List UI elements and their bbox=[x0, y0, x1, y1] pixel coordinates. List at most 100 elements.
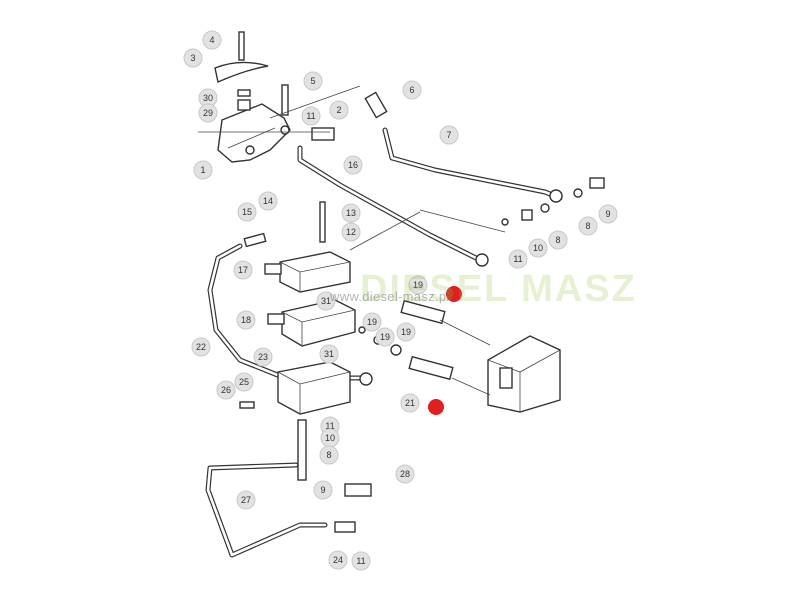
callout-label: 31 bbox=[319, 344, 339, 364]
callout-circle bbox=[439, 125, 459, 145]
fitting bbox=[334, 521, 356, 533]
callout-number: 8 bbox=[326, 450, 331, 460]
callout-number: 18 bbox=[241, 315, 251, 325]
callout-circle bbox=[234, 372, 254, 392]
callout-circle bbox=[343, 155, 363, 175]
callout-label: 26 bbox=[216, 380, 236, 400]
callout-label: 24 bbox=[328, 550, 348, 570]
callout-circle bbox=[253, 347, 273, 367]
clamp-bracket bbox=[214, 61, 269, 83]
callout-number: 8 bbox=[555, 235, 560, 245]
watermark-logo: DIESEL MASZ bbox=[360, 268, 637, 310]
callout-circle bbox=[183, 48, 203, 68]
callout-number: 16 bbox=[348, 160, 358, 170]
callout-circle bbox=[233, 260, 253, 280]
callout-circle bbox=[375, 327, 395, 347]
callout-number: 27 bbox=[241, 495, 251, 505]
callout-number: 3 bbox=[190, 53, 195, 63]
connector-tube bbox=[408, 355, 454, 381]
callout-circle bbox=[578, 216, 598, 236]
callout-number: 29 bbox=[203, 108, 213, 118]
callout-number: 5 bbox=[310, 76, 315, 86]
callout-circle bbox=[319, 445, 339, 465]
valve-block-17 bbox=[264, 251, 351, 293]
callout-circle bbox=[301, 106, 321, 126]
callout-label: 6 bbox=[402, 80, 422, 100]
callout-circle bbox=[236, 310, 256, 330]
callout-label: 17 bbox=[233, 260, 253, 280]
callout-number: 14 bbox=[263, 196, 273, 206]
elbow-fitting bbox=[311, 127, 335, 141]
callout-label: 29 bbox=[198, 103, 218, 123]
callout-label: 8 bbox=[548, 230, 568, 250]
callout-circle bbox=[395, 464, 415, 484]
callout-number: 11 bbox=[325, 421, 334, 431]
callout-number: 23 bbox=[258, 352, 268, 362]
callout-number: 19 bbox=[380, 332, 390, 342]
callout-label: 9 bbox=[313, 480, 333, 500]
watermark-text: www.diesel-masz.pl bbox=[330, 289, 450, 304]
callout-label: 7 bbox=[439, 125, 459, 145]
callout-number: 19 bbox=[401, 327, 411, 337]
callout-number: 10 bbox=[325, 433, 335, 443]
callout-circle bbox=[341, 222, 361, 242]
callout-label: 19 bbox=[396, 322, 416, 342]
callout-label: 27 bbox=[236, 490, 256, 510]
valve-block-23 bbox=[277, 361, 351, 415]
callout-number: 6 bbox=[409, 85, 414, 95]
callout-number: 22 bbox=[196, 342, 206, 352]
callout-circle bbox=[258, 191, 278, 211]
callout-circle bbox=[362, 312, 382, 332]
callout-number: 31 bbox=[324, 349, 334, 359]
callout-label: 19 bbox=[408, 275, 428, 295]
callout-number: 11 bbox=[306, 111, 315, 121]
callout-label: 31 bbox=[316, 291, 336, 311]
callout-circle bbox=[598, 204, 618, 224]
callout-label: 12 bbox=[341, 222, 361, 242]
callout-circle bbox=[396, 322, 416, 342]
tee-fitting bbox=[344, 483, 372, 497]
callout-circle bbox=[216, 380, 236, 400]
callout-label: 8 bbox=[578, 216, 598, 236]
callout-label: 5 bbox=[303, 71, 323, 91]
callout-circle bbox=[198, 103, 218, 123]
callout-label: 25 bbox=[234, 372, 254, 392]
callout-number: 28 bbox=[400, 469, 410, 479]
callout-circle bbox=[528, 238, 548, 258]
callout-number: 1 bbox=[200, 165, 205, 175]
callout-number: 26 bbox=[221, 385, 231, 395]
callout-circle bbox=[329, 100, 349, 120]
callout-circle bbox=[191, 337, 211, 357]
cover-housing bbox=[217, 103, 291, 163]
callout-circle bbox=[202, 30, 222, 50]
callout-label: 10 bbox=[320, 428, 340, 448]
callout-number: 8 bbox=[585, 221, 590, 231]
callout-number: 11 bbox=[356, 556, 365, 566]
callout-label: 10 bbox=[528, 238, 548, 258]
callout-circle bbox=[313, 480, 333, 500]
callout-label: 21 bbox=[400, 393, 420, 413]
callout-circle bbox=[548, 230, 568, 250]
bolt bbox=[281, 84, 289, 116]
callout-circle bbox=[193, 160, 213, 180]
callout-number: 11 bbox=[513, 254, 522, 264]
callout-label: 28 bbox=[395, 464, 415, 484]
callout-circle bbox=[508, 249, 528, 269]
callout-number: 25 bbox=[239, 377, 249, 387]
callout-circle bbox=[236, 490, 256, 510]
callout-circle bbox=[351, 551, 371, 571]
callout-label: 23 bbox=[253, 347, 273, 367]
callout-circle bbox=[319, 344, 339, 364]
connector-tube bbox=[400, 299, 446, 325]
callout-circle bbox=[316, 291, 336, 311]
callout-label: 11 bbox=[351, 551, 371, 571]
callout-label: 11 bbox=[508, 249, 528, 269]
callout-number: 24 bbox=[333, 555, 343, 565]
pump-body bbox=[487, 335, 561, 413]
callout-number: 17 bbox=[238, 265, 248, 275]
callout-label: 19 bbox=[375, 327, 395, 347]
callout-number: 21 bbox=[405, 398, 415, 408]
callout-number: 10 bbox=[533, 243, 543, 253]
